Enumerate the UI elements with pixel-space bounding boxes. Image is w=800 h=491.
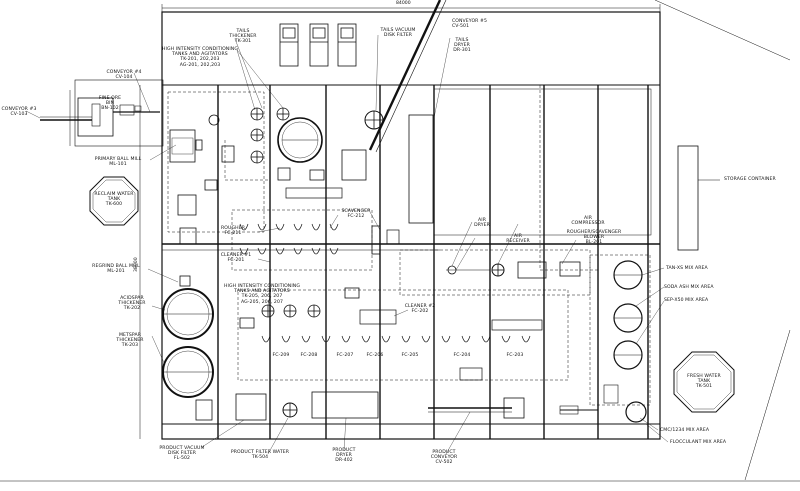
label-fc-203: FC-203	[506, 353, 524, 358]
label-fc-204: FC-204	[453, 353, 471, 358]
label-tan-xs-mix-area: TAN-XS MIX AREA	[666, 266, 708, 271]
reclaim-water-tank-outline	[89, 176, 139, 226]
building-outline	[161, 11, 661, 440]
label-fc-209: FC-209	[272, 353, 290, 358]
label-fc-206: FC-206	[366, 353, 384, 358]
label-storage-container: STORAGE CONTAINER	[724, 177, 776, 182]
dimension-width: 84000	[396, 1, 411, 6]
label-flocculant-mix-area: FLOCCULANT MIX AREA	[670, 440, 727, 445]
label-fc-205: FC-205	[401, 353, 419, 358]
tails-thickener-outline	[277, 117, 323, 163]
label-fc-208: FC-208	[300, 353, 318, 358]
fresh-water-tank-outline	[673, 351, 735, 413]
label-fc-207: FC-207	[336, 353, 354, 358]
label-sep-x50-mix-area: SEP-X50 MIX AREA	[664, 298, 709, 303]
label-cmc-mix-area: CMC/1234 MIX AREA	[660, 428, 710, 433]
label-soda-ash-mix-area: SODA ASH MIX AREA	[664, 285, 714, 290]
